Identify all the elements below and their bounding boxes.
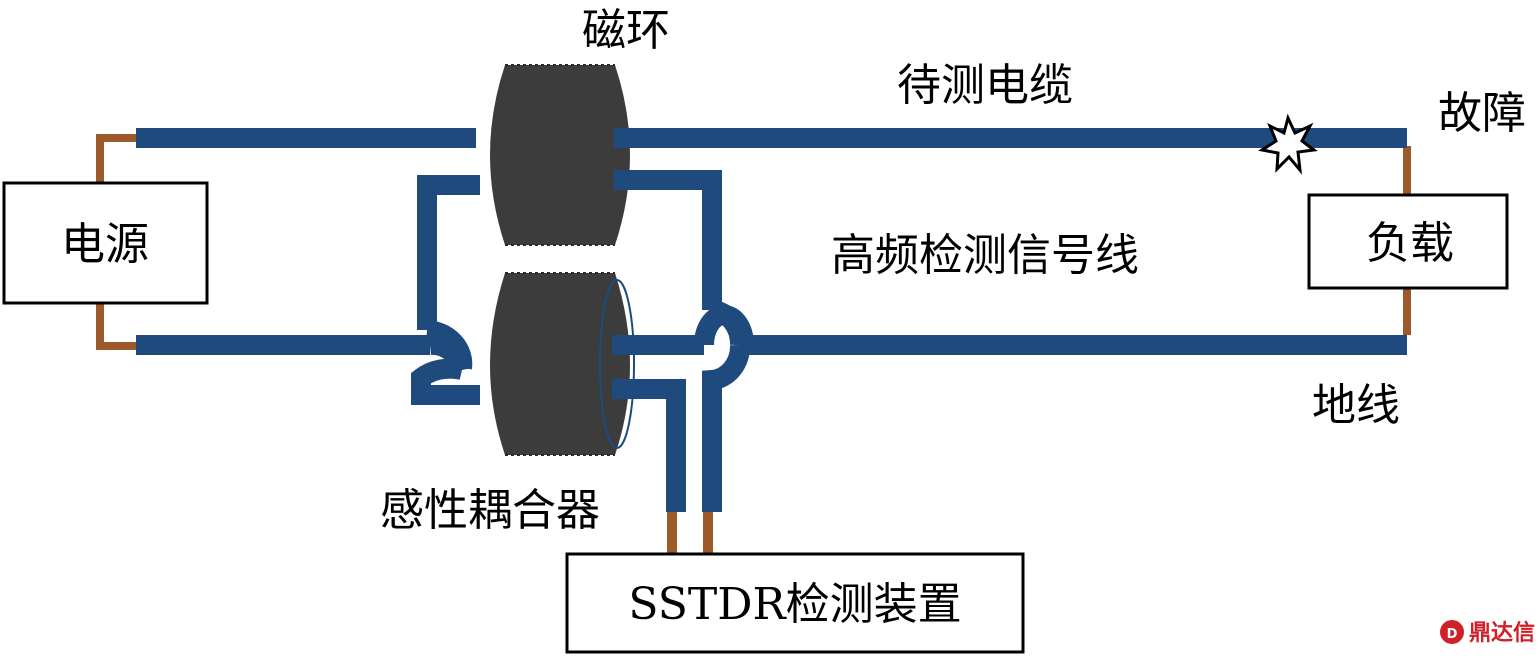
cable-under-test-label: 待测电缆 [897,60,1073,111]
hf-signal-line-left [411,175,480,405]
ground-wire [136,305,1407,373]
ground-wire-label: 地线 [1312,380,1400,431]
power-supply-box: 电源 [2,181,209,305]
load-box: 负载 [1307,193,1509,290]
watermark: D 鼎达信 [1440,620,1535,646]
hf-signal-line-label: 高频检测信号线 [831,230,1139,281]
power-supply-label: 电源 [61,219,149,270]
sstdr-leads [667,512,713,554]
watermark-logo-icon [1440,620,1464,644]
load-label: 负载 [1366,218,1454,269]
power-supply-leads [96,134,140,350]
magnetic-ring-label: 磁环 [582,5,670,56]
watermark-text: 鼎达信 [1469,620,1535,646]
svg-text:D: D [1447,627,1458,642]
inductive-coupler [490,272,635,456]
fault-label: 故障 [1438,88,1526,139]
core-stubs [612,128,640,399]
fault-marker [1258,113,1318,175]
inductive-coupler-label: 感性耦合器 [380,485,600,536]
magnetic-ring [490,64,630,246]
sstdr-device-box: SSTDR检测装置 [565,552,1025,654]
sstdr-device-label: SSTDR检测装置 [628,579,961,630]
